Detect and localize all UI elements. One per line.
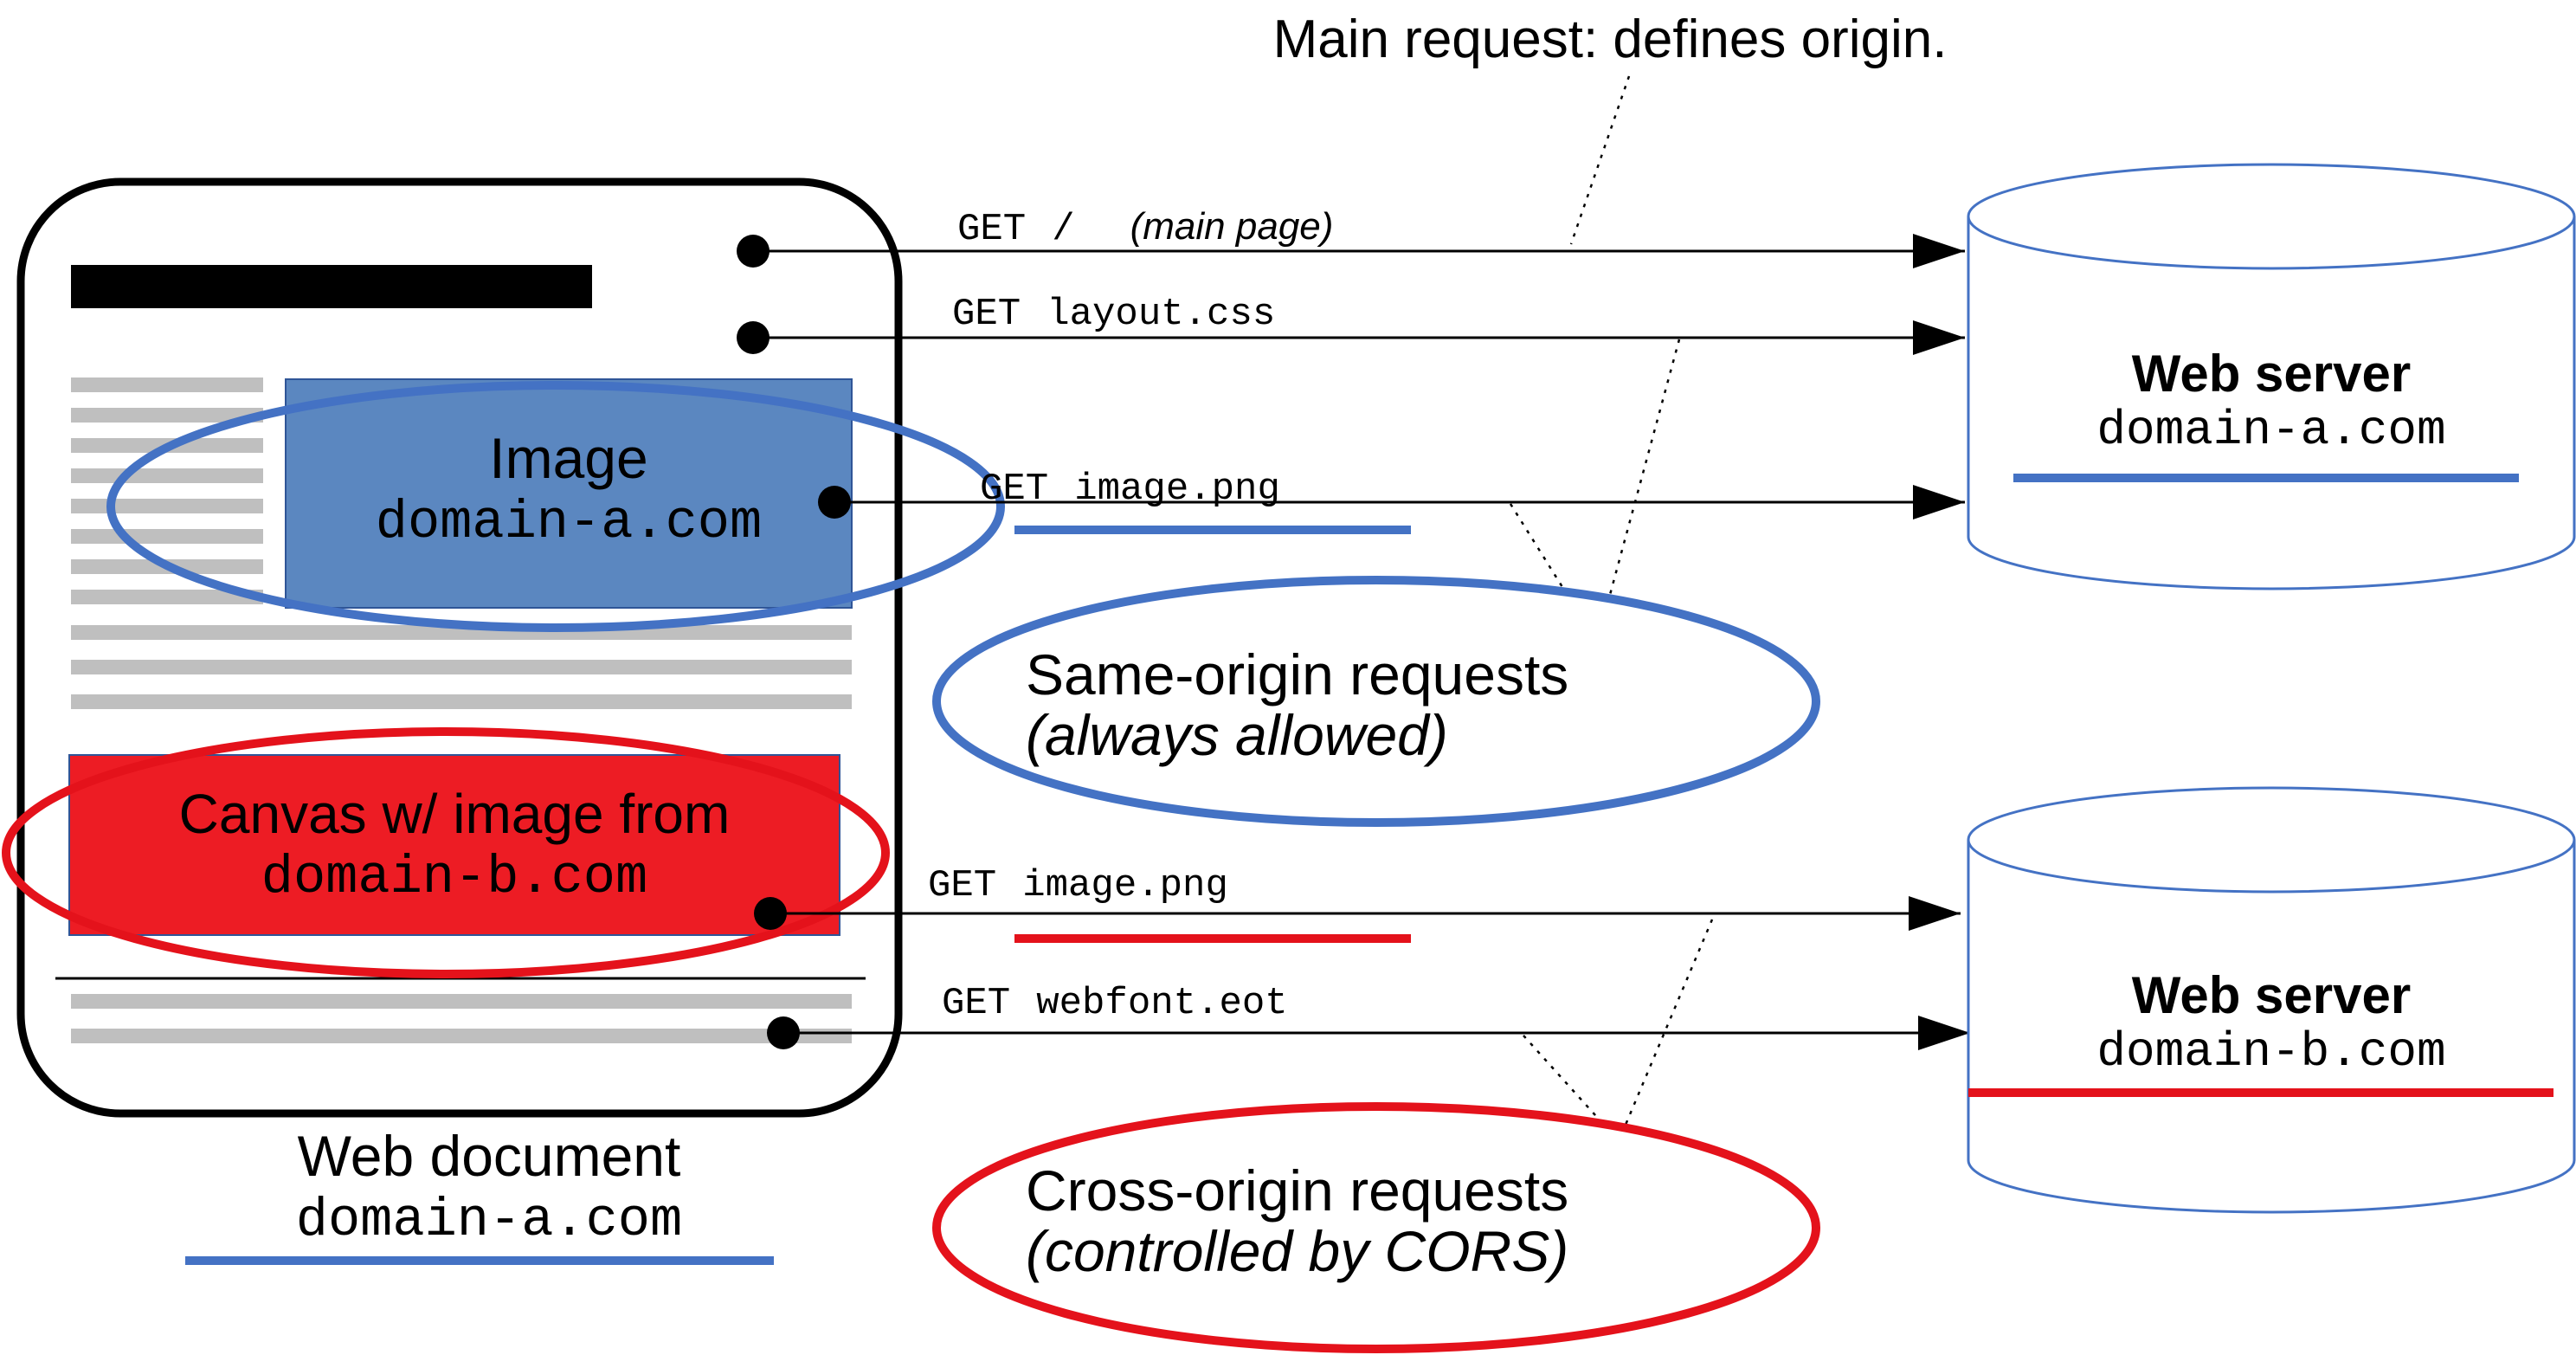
canvas-domain: domain-b.com bbox=[261, 847, 647, 908]
image-highlight-ellipse bbox=[106, 381, 1005, 632]
server-a-domain: domain-a.com bbox=[2096, 403, 2445, 458]
request-label-webfont: GET webfont.eot bbox=[942, 982, 1288, 1025]
document-label: Web document bbox=[298, 1124, 681, 1188]
same-origin-subtitle: (always allowed) bbox=[1026, 703, 1448, 767]
server-a-label: Web server bbox=[2132, 345, 2411, 403]
cross-origin-leader-image bbox=[1617, 919, 1714, 1142]
server-a-top bbox=[1967, 163, 2576, 270]
canvas-label: Canvas w/ image from bbox=[179, 783, 731, 845]
request-image-b bbox=[754, 896, 1961, 931]
cross-origin-ellipse bbox=[932, 1102, 1820, 1353]
same-origin-title: Same-origin requests bbox=[1026, 642, 1568, 707]
document-header-bar bbox=[71, 265, 592, 308]
web-server-a: Web server domain-a.com bbox=[1967, 163, 2576, 590]
request-label-image-b: GET image.png bbox=[928, 864, 1228, 907]
cross-origin-callout: Cross-origin requests (controlled by COR… bbox=[932, 1102, 1820, 1353]
web-document: Image domain-a.com Canvas w/ image from … bbox=[2, 177, 1005, 1118]
cross-origin-title: Cross-origin requests bbox=[1026, 1158, 1568, 1223]
request-layout-css bbox=[737, 320, 1965, 355]
same-origin-ellipse bbox=[932, 576, 1820, 827]
request-webfont bbox=[767, 1016, 1970, 1050]
request-label-css: GET layout.css bbox=[952, 293, 1275, 336]
request-main-page bbox=[737, 234, 1965, 268]
diagram-title: Main request: defines origin. bbox=[1273, 10, 1948, 69]
document-domain: domain-a.com bbox=[296, 1190, 682, 1251]
image-domain: domain-a.com bbox=[376, 492, 762, 553]
request-image-a bbox=[818, 485, 1965, 519]
canvas-highlight-ellipse bbox=[2, 727, 890, 978]
server-b-label: Web server bbox=[2132, 966, 2411, 1024]
image-label: Image bbox=[489, 426, 647, 490]
server-b-cylinder bbox=[1967, 840, 2576, 1214]
server-a-cylinder bbox=[1967, 216, 2576, 590]
title-leader bbox=[1569, 75, 1631, 245]
text-lines-full bbox=[71, 625, 852, 1043]
cross-origin-subtitle: (controlled by CORS) bbox=[1026, 1219, 1568, 1283]
request-label-image-a: GET image.png bbox=[980, 468, 1280, 511]
web-server-b: Web server domain-b.com bbox=[1967, 786, 2576, 1214]
server-b-domain: domain-b.com bbox=[2096, 1024, 2445, 1080]
image-box bbox=[285, 378, 853, 609]
same-origin-callout: Same-origin requests (always allowed) bbox=[932, 576, 1820, 827]
request-labels: GET / (main page) GET layout.css GET ima… bbox=[928, 205, 1333, 1025]
same-origin-leader-css bbox=[1595, 339, 1681, 643]
text-lines-short bbox=[71, 377, 263, 604]
server-b-top bbox=[1967, 786, 2576, 894]
canvas-box bbox=[68, 754, 840, 936]
request-label-main: GET / (main page) bbox=[957, 205, 1333, 251]
request-arrows bbox=[737, 234, 1970, 1050]
cross-origin-leader-font bbox=[1523, 1035, 1620, 1142]
